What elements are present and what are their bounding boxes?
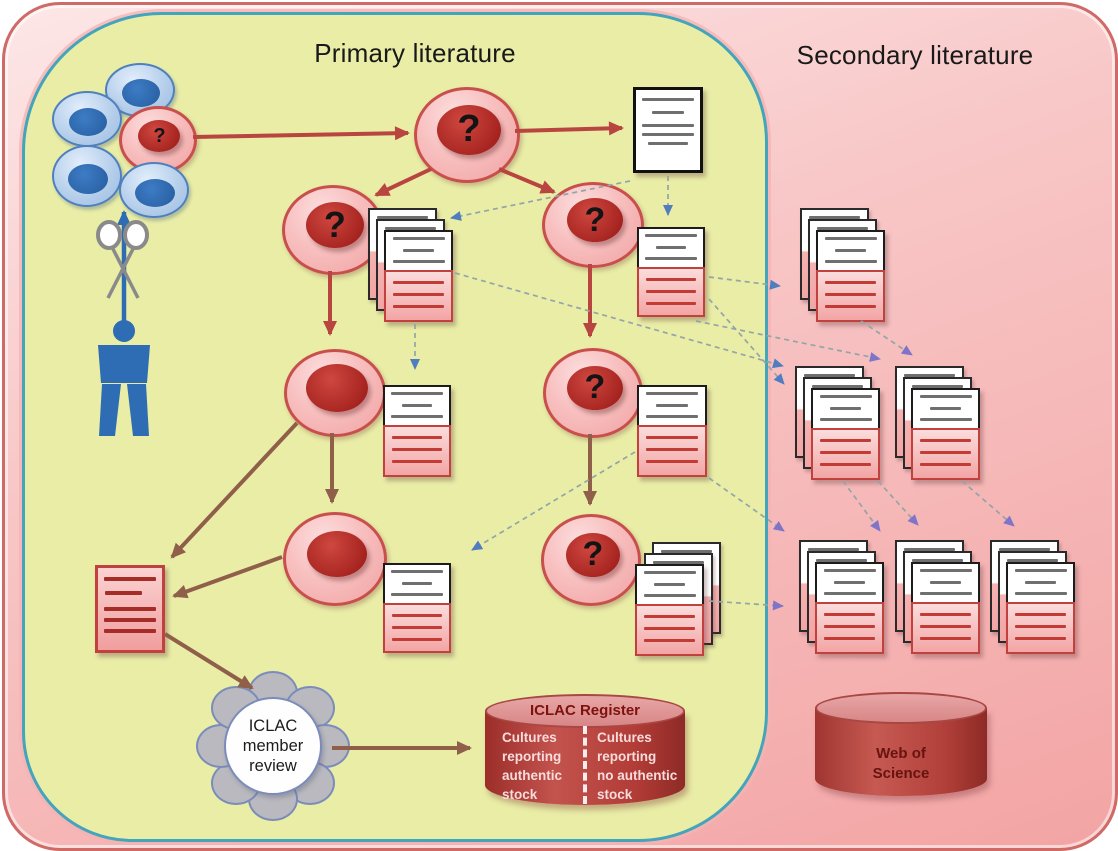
register-line: stock — [502, 787, 538, 802]
question-cell-icon: ? — [566, 198, 623, 243]
flower-line: member — [242, 737, 304, 755]
question-mark: ? — [153, 124, 166, 147]
red-nucleus-icon — [305, 364, 368, 413]
secondary-literature-title: Secondary literature — [796, 40, 1034, 70]
blue-cell-icon — [119, 162, 189, 218]
flower-line: review — [249, 757, 297, 775]
web-of-science-label: Web of Science — [815, 744, 987, 784]
cell-question-row2-right: ? — [542, 182, 644, 268]
red-nucleus-icon — [306, 530, 367, 577]
paper-stack-icon — [990, 540, 1076, 655]
document-original-article — [633, 87, 703, 173]
question-mark: ? — [323, 203, 346, 245]
document-icon — [383, 563, 451, 653]
cell-question-row3-right: ? — [543, 348, 643, 438]
paper-stack-icon — [895, 366, 981, 481]
flower-line: ICLAC — [248, 717, 298, 735]
document-icon — [635, 564, 704, 656]
cell-plain-row3-left — [284, 349, 386, 437]
document-icon — [383, 385, 451, 477]
wos-line: Science — [872, 765, 930, 782]
question-cell-icon: ? — [437, 104, 501, 155]
question-cell-icon: ? — [305, 201, 364, 248]
scissors-icon — [96, 220, 149, 299]
question-cell-icon: ? — [566, 365, 623, 410]
document-icon — [637, 227, 705, 317]
document-icon — [1006, 562, 1075, 654]
blue-cell-nucleus — [68, 163, 109, 194]
question-mark: ? — [582, 535, 604, 574]
cell-question-top: ? — [414, 87, 520, 183]
document-bottom — [637, 266, 705, 317]
iclac-member-review-flower: ICLAC member review — [195, 668, 350, 821]
primary-literature-title: Primary literature — [314, 38, 516, 68]
cylinder-top — [815, 692, 987, 724]
document-icon — [911, 562, 980, 654]
blue-cell-icon — [52, 145, 122, 207]
question-mark: ? — [584, 200, 606, 239]
document-bottom — [637, 425, 707, 477]
paper-stack-icon — [895, 540, 981, 655]
document-top — [637, 227, 705, 267]
document-report-pink — [95, 565, 165, 653]
cylinder-top — [485, 694, 685, 728]
register-line: no authentic — [597, 768, 678, 783]
document-icon — [384, 230, 453, 322]
register-line: authentic — [502, 768, 563, 783]
paper-stack-icon — [799, 540, 885, 655]
document-top — [637, 385, 707, 426]
register-right-column: Cultures reporting no authentic stock — [597, 728, 685, 804]
document-icon — [815, 562, 884, 654]
register-line: reporting — [502, 749, 562, 764]
blue-cell-nucleus — [135, 178, 176, 207]
blue-cell-nucleus — [122, 78, 161, 107]
blue-cell-icon — [52, 91, 122, 147]
register-title: ICLAC Register — [529, 702, 641, 719]
flower-review-label: ICLAC member review — [224, 697, 322, 795]
cell-question-row4-right: ? — [541, 514, 641, 606]
question-mark: ? — [457, 108, 481, 151]
document-top — [383, 385, 451, 426]
person-icon — [98, 320, 150, 436]
cell-plain-row4-left — [283, 512, 387, 606]
paper-stack-icon — [368, 208, 454, 323]
document-icon — [816, 230, 885, 322]
paper-stack-icon — [800, 208, 886, 323]
question-cell-icon: ? — [565, 532, 620, 577]
register-line: Cultures — [597, 730, 652, 745]
register-left-column: Cultures reporting authentic stock — [502, 728, 580, 804]
document-bottom — [383, 425, 451, 477]
document-bottom — [383, 602, 451, 653]
document-top — [383, 563, 451, 603]
register-line: reporting — [597, 749, 657, 764]
wos-line: Web of — [876, 745, 926, 762]
document-icon — [811, 388, 880, 480]
register-divider — [583, 726, 587, 804]
paper-stack-icon — [635, 542, 721, 657]
paper-stack-icon — [795, 366, 881, 481]
blue-cell-nucleus — [69, 107, 108, 136]
question-cell-icon: ? — [138, 120, 181, 153]
register-line: Cultures — [502, 730, 557, 745]
question-mark: ? — [584, 368, 606, 407]
document-icon — [637, 385, 707, 477]
register-line: stock — [597, 787, 633, 802]
document-icon — [911, 388, 980, 480]
